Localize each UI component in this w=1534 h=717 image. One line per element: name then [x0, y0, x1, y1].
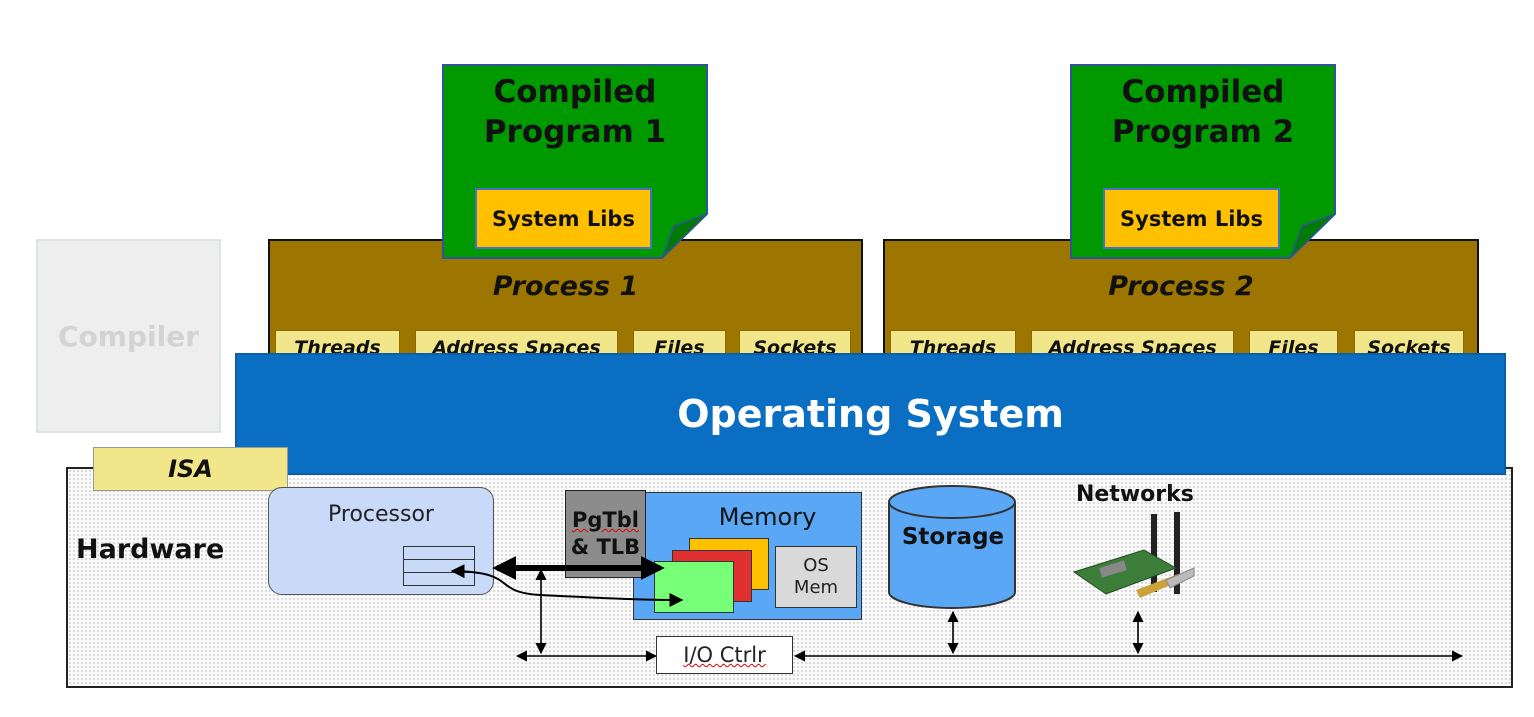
- compiled-program-2: Compiled Program 2 System Libs: [1070, 64, 1336, 259]
- address-translation-arrow: [450, 564, 684, 607]
- compiled-program-1: Compiled Program 1 System Libs: [442, 64, 708, 259]
- isa-tag: ISA: [93, 447, 288, 491]
- io-controller-box: I/O Ctrlr: [656, 636, 793, 674]
- memory-label: Memory: [718, 503, 817, 531]
- program-1-title: Compiled Program 1: [483, 74, 667, 150]
- networks-label: Networks: [1076, 482, 1194, 507]
- hardware-label: Hardware: [76, 534, 225, 565]
- storage-cylinder-icon: [888, 485, 1016, 609]
- storage-label: Storage: [901, 524, 1005, 550]
- operating-system-layer: Operating System: [235, 353, 1506, 475]
- processor-label: Processor: [328, 502, 434, 527]
- program-2-title: Compiled Program 2: [1111, 74, 1295, 150]
- process-2-title: Process 2: [1108, 271, 1254, 302]
- network-card-icon: [1072, 512, 1195, 598]
- program-1-system-libs: System Libs: [475, 188, 652, 249]
- process-1-title: Process 1: [492, 271, 639, 302]
- program-2-system-libs: System Libs: [1103, 188, 1280, 249]
- compiler-box: Compiler: [36, 239, 221, 433]
